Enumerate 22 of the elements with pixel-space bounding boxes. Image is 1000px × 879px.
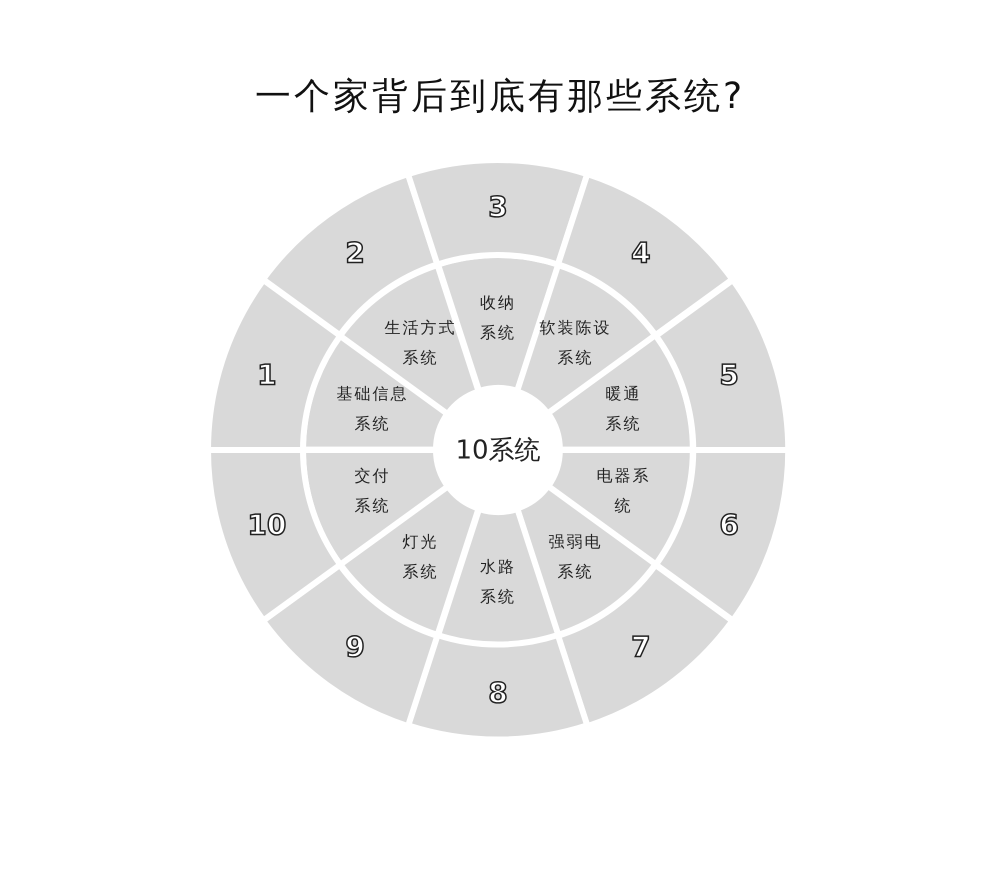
segment-number: 5 <box>719 358 739 392</box>
segment-number: 1 <box>257 358 277 392</box>
segment-number: 6 <box>719 508 739 542</box>
segment-number: 10 <box>247 508 286 542</box>
title: 一个家背后到底有那些系统? <box>254 75 746 119</box>
segment-number: 3 <box>488 190 508 224</box>
segment-label: 生活方式系统 <box>384 317 457 370</box>
segment-label: 强弱电系统 <box>548 530 604 583</box>
segment-label: 暖通系统 <box>605 383 642 436</box>
segment-number: 4 <box>631 236 651 270</box>
segment-number: 2 <box>345 236 365 270</box>
segment-label: 交付系统 <box>354 464 391 517</box>
segment-number: 8 <box>488 676 508 710</box>
segment-label: 灯光系统 <box>402 530 439 583</box>
segment-label: 软装陈设系统 <box>539 317 612 370</box>
segment-label: 电器系统 <box>596 464 652 517</box>
segment-label: 基础信息系统 <box>336 383 409 436</box>
segment-number: 7 <box>631 630 651 664</box>
segment-label: 水路系统 <box>479 556 516 608</box>
segment-number: 9 <box>345 630 365 664</box>
segment-label: 收纳系统 <box>479 292 516 344</box>
hub-label: 10系统 <box>455 434 541 468</box>
